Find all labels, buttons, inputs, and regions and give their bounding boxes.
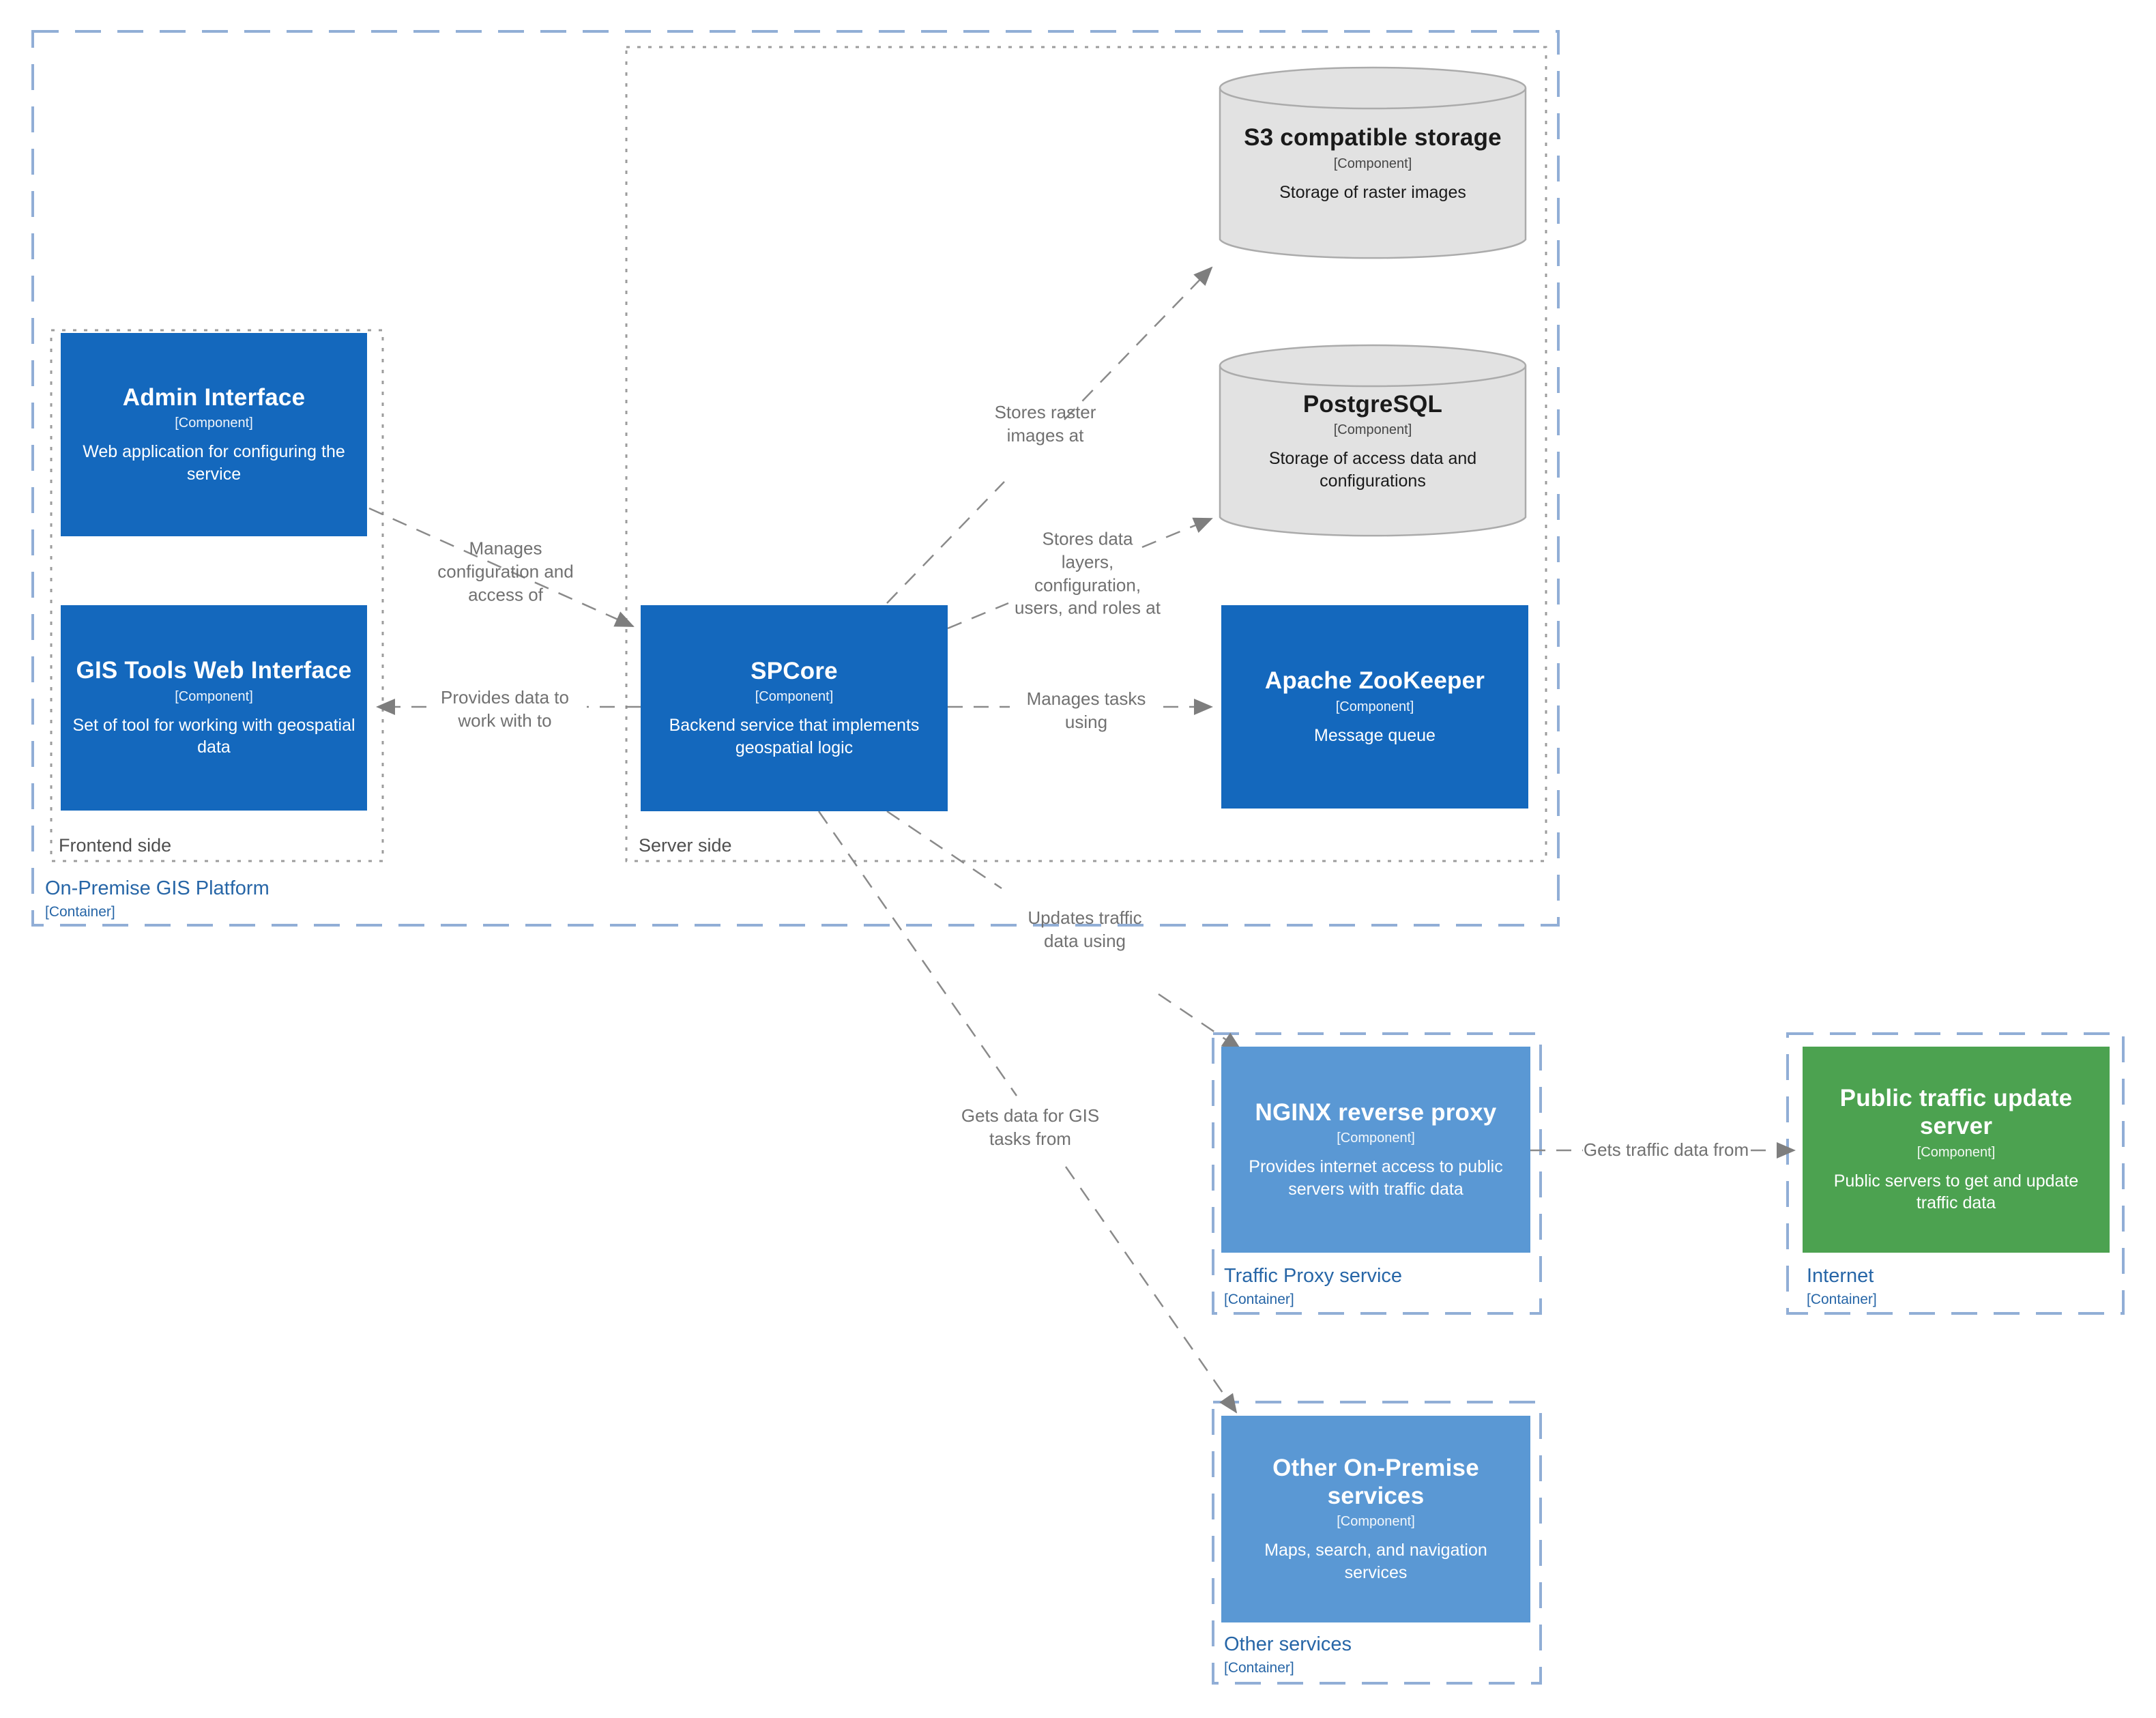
node-meta: [Component] [755, 689, 834, 705]
relation-label-manages-tasks: Manages tasks using [1026, 688, 1146, 732]
node-desc: Backend service that implements geospati… [669, 716, 920, 757]
arrow-stores-layers-2 [1141, 517, 1213, 549]
traffic-proxy-container-label: Traffic Proxy service [Container] [1224, 1265, 1402, 1308]
zookeeper-node: Apache ZooKeeper [Component] Message que… [1221, 605, 1528, 809]
node-desc: Message queue [1314, 725, 1436, 745]
admin-interface-node: Admin Interface [Component] Web applicat… [61, 333, 367, 536]
node-meta: [Component] [1333, 422, 1412, 438]
relation-label-gets-gis: Gets data for GIS tasks from [961, 1105, 1100, 1149]
node-meta: [Component] [1333, 156, 1412, 171]
public-traffic-server-node: Public traffic update server [Component]… [1803, 1047, 2110, 1253]
frontend-side-label: Frontend side [59, 835, 172, 856]
arrow-gets-gis-2 [1064, 1166, 1238, 1414]
node-desc: Storage of raster images [1279, 182, 1466, 202]
relation-label-stores-layers: Stores data layers, configuration, users… [1015, 528, 1161, 618]
node-title: SPCore [751, 657, 838, 684]
relation-label-stores-raster: Stores raster images at [994, 402, 1096, 446]
node-meta: [Component] [175, 688, 253, 704]
onprem-container-border [31, 30, 1560, 927]
postgresql-node: PostgreSQL [Component] Storage of access… [1219, 344, 1527, 539]
relation-label-provides-data: Provides data to work with to [441, 687, 569, 731]
container-title: Traffic Proxy service [1224, 1265, 1403, 1287]
node-title: S3 compatible storage [1244, 123, 1502, 151]
arrow-stores-layers-1 [947, 602, 1009, 630]
node-desc: Storage of access data and configuration… [1268, 449, 1477, 491]
relation-label-manages-config: Manages configuration and access of [437, 538, 574, 605]
server-side-label: Server side [639, 835, 732, 856]
relation-label-updates-traffic: Updates traffic data using [1028, 907, 1142, 951]
onprem-container-label: On-Premise GIS Platform [Container] [45, 877, 270, 920]
other-services-container-border [1212, 1401, 1542, 1685]
arrow-updates-traffic-2 [1158, 993, 1242, 1051]
container-title: Internet [1807, 1265, 1874, 1287]
gis-tools-node: GIS Tools Web Interface [Component] Set … [61, 605, 367, 811]
container-meta: [Container] [45, 904, 115, 920]
node-desc: Web application for configuring the serv… [83, 442, 345, 484]
traffic-proxy-container-border [1212, 1032, 1542, 1315]
node-title: Other On-Premise services [1272, 1454, 1479, 1509]
node-title: Admin Interface [122, 383, 306, 411]
postgresql-cylinder-shape [1219, 344, 1527, 537]
other-onprem-services-node: Other On-Premise services [Component] Ma… [1221, 1416, 1530, 1622]
container-meta: [Container] [1224, 1660, 1294, 1676]
node-desc: Public servers to get and update traffic… [1833, 1171, 2079, 1213]
internet-container-label: Internet [Container] [1807, 1265, 1877, 1308]
arrow-stores-raster-1 [886, 481, 1005, 604]
node-meta: [Component] [1337, 1514, 1415, 1530]
node-title: GIS Tools Web Interface [76, 657, 352, 684]
node-desc: Maps, search, and navigation services [1264, 1541, 1487, 1582]
node-desc: Set of tool for working with geospatial … [72, 715, 355, 757]
internet-container-border [1786, 1032, 2125, 1315]
nginx-proxy-node: NGINX reverse proxy [Component] Provides… [1221, 1047, 1530, 1253]
frontend-group-border [50, 329, 384, 862]
s3-storage-node: S3 compatible storage [Component] Storag… [1219, 66, 1527, 261]
relation-label-gets-traffic: Gets traffic data from [1583, 1139, 1749, 1161]
arrow-manages-config [368, 507, 635, 628]
node-title: Apache ZooKeeper [1264, 667, 1485, 694]
node-meta: [Component] [1917, 1144, 1996, 1160]
arrow-updates-traffic-1 [886, 810, 1002, 890]
container-title: Other services [1224, 1633, 1352, 1655]
node-desc: Provides internet access to public serve… [1249, 1157, 1503, 1199]
node-title: PostgreSQL [1302, 390, 1443, 418]
node-title: Public traffic update server [1839, 1085, 2073, 1139]
node-title: NGINX reverse proxy [1255, 1098, 1497, 1126]
node-meta: [Component] [1335, 699, 1414, 714]
other-services-container-label: Other services [Container] [1224, 1633, 1352, 1676]
arrow-gets-gis-1 [817, 811, 1018, 1096]
server-group-border [625, 46, 1547, 862]
node-meta: [Component] [1337, 1131, 1415, 1146]
arrow-stores-raster-2 [1064, 266, 1213, 420]
container-meta: [Container] [1224, 1292, 1294, 1307]
node-meta: [Component] [175, 416, 253, 431]
s3-cylinder-shape [1219, 66, 1527, 259]
container-meta: [Container] [1807, 1292, 1877, 1307]
container-title: On-Premise GIS Platform [45, 877, 270, 899]
spcore-node: SPCore [Component] Backend service that … [641, 605, 948, 811]
